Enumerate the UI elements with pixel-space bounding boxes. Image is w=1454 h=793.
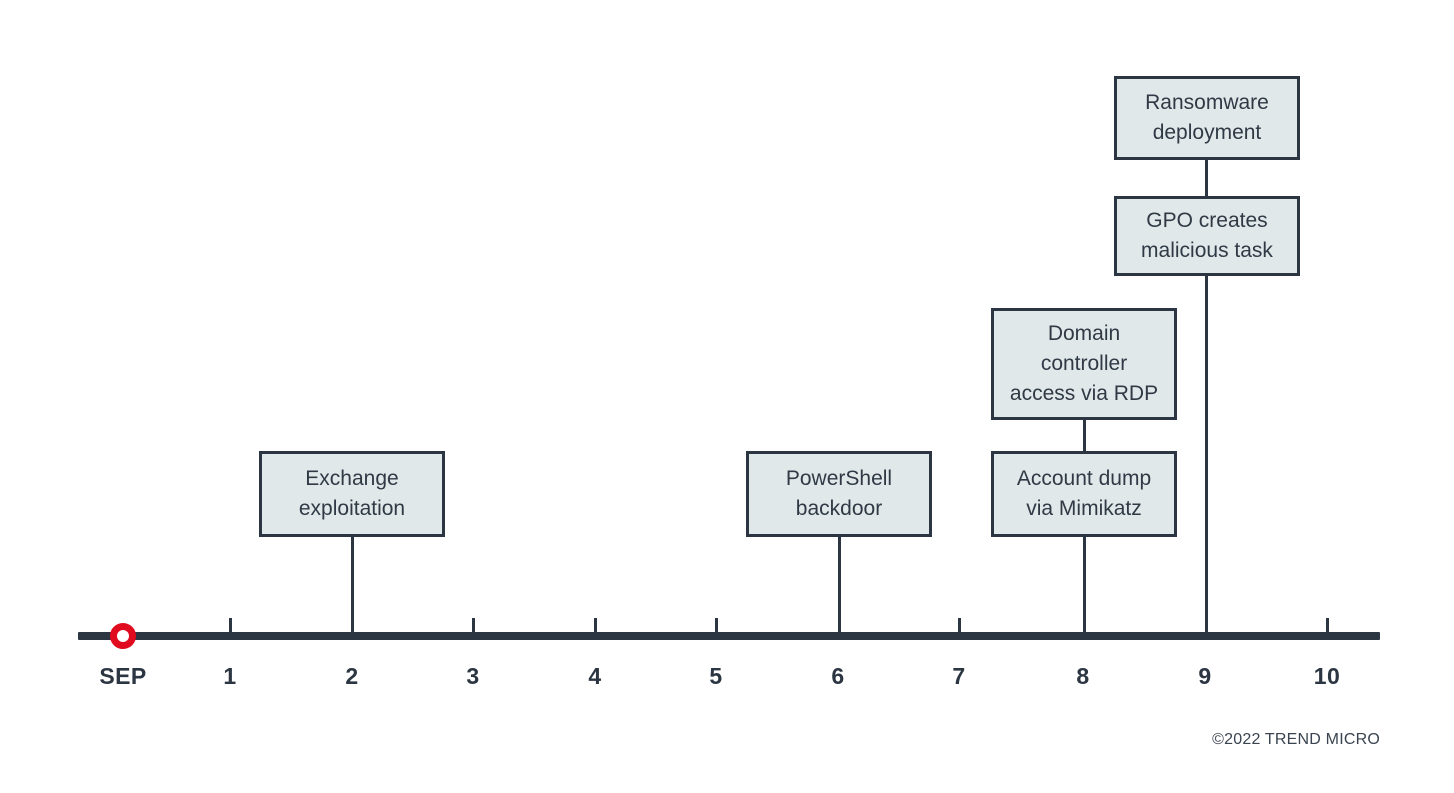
axis-label-1: 1	[223, 663, 237, 689]
event-box-gpo-creates-malicious-task[interactable]: GPO creates malicious task	[1114, 196, 1300, 276]
axis-label-10: 10	[1313, 663, 1341, 689]
axis-tick-3	[472, 618, 475, 632]
copyright-notice: ©2022 TREND MICRO	[1212, 731, 1380, 748]
timeline-start-marker-icon	[110, 623, 136, 649]
event-connector-day9	[1204, 158, 1208, 198]
event-box-domain-controller-access-via-rdp[interactable]: Domain controller access via RDP	[991, 308, 1177, 420]
axis-tick-1	[229, 618, 232, 632]
timeline-axis	[78, 632, 1380, 640]
event-box-exchange-exploitation[interactable]: Exchange exploitation	[259, 451, 445, 537]
axis-label-8: 8	[1076, 663, 1090, 689]
event-stem-account-dump	[1082, 535, 1086, 636]
axis-label-3: 3	[466, 663, 480, 689]
axis-tick-7	[958, 618, 961, 632]
event-stem-powershell-backdoor	[837, 535, 841, 636]
axis-label-7: 7	[952, 663, 966, 689]
event-box-powershell-backdoor[interactable]: PowerShell backdoor	[746, 451, 932, 537]
axis-label-6: 6	[831, 663, 845, 689]
axis-label-4: 4	[588, 663, 602, 689]
axis-tick-10	[1326, 618, 1329, 632]
event-stem-gpo-creates-malicious-task	[1204, 274, 1208, 636]
axis-label-5: 5	[709, 663, 723, 689]
axis-tick-4	[594, 618, 597, 632]
event-stem-exchange-exploitation	[350, 535, 354, 636]
event-box-ransomware-deployment[interactable]: Ransomware deployment	[1114, 76, 1300, 160]
axis-label-9: 9	[1198, 663, 1212, 689]
axis-label-sep: SEP	[99, 663, 147, 689]
event-connector-day8	[1082, 418, 1086, 453]
event-box-account-dump-via-mimikatz[interactable]: Account dump via Mimikatz	[991, 451, 1177, 537]
axis-tick-5	[715, 618, 718, 632]
axis-label-2: 2	[345, 663, 359, 689]
